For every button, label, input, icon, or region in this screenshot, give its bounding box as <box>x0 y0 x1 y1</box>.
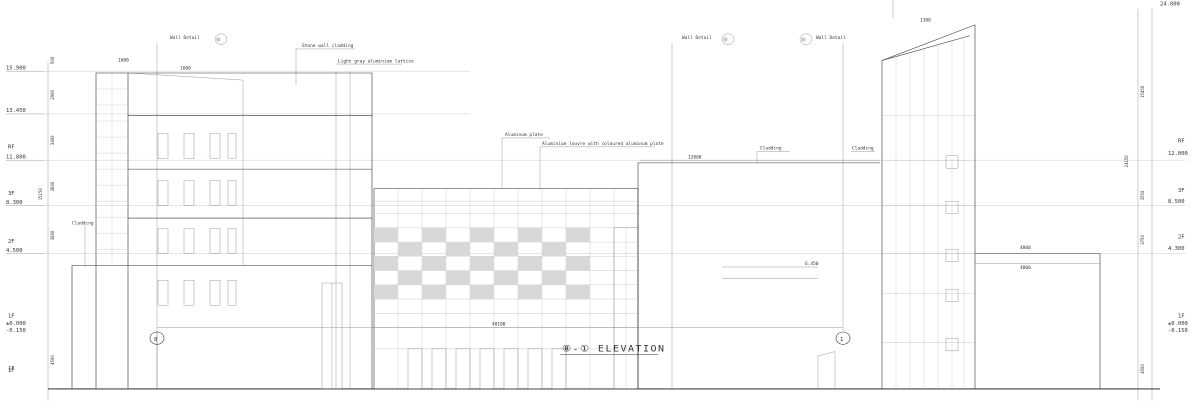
level-elev-left-2: 13.450 <box>6 108 26 114</box>
dim-right-total: 24150 <box>1124 155 1130 167</box>
curtain-wall-grid <box>882 37 975 389</box>
center-right-building: Wall Detail ⑫ Cladding 12000 6,450 <box>637 33 880 389</box>
right-level-markers: 24.000 RF 12.000 3F 8.500 2F 4.300 <box>1160 2 1188 252</box>
left-building: Wall Detail ⑫ Stone wall cladding Light … <box>71 33 414 390</box>
dim-misc-1: 1600 <box>118 58 129 64</box>
total-dimension: 48100 <box>492 322 506 328</box>
dim-left-6: 4500 <box>50 355 56 365</box>
left-dimension-chain: 500 2900 3400 3800 3800 4500 15150 <box>38 56 56 401</box>
level-name-left-rf: RF <box>8 145 15 151</box>
center-doors <box>407 348 567 390</box>
right-tower: 1300 4800 4800 Cladding <box>851 0 1101 389</box>
dim-misc-9: 6,450 <box>805 261 819 267</box>
ground-level-labels: 1F ±0.000 -0.150 1F ±0.000 -0.150 <box>6 314 1188 334</box>
dim-misc-6: 4800 <box>1020 265 1031 271</box>
level-name-right-2f: 2F <box>1178 235 1185 241</box>
note-alum-plate: Aluminum plate <box>505 132 543 138</box>
dim-misc-5: 4800 <box>1020 245 1031 251</box>
dim-right-2: 3550 <box>1140 190 1146 200</box>
level-name-right-ground: 1F <box>1178 314 1185 320</box>
dim-left-5: 3800 <box>50 230 56 240</box>
left-level-markers: 15.900 13.450 RF 11.800 3F 8.300 2F 4.50… <box>6 66 45 374</box>
grid-label-left: 8 <box>154 337 157 343</box>
dim-right-3: 3750 <box>1140 235 1146 245</box>
level-name-right-3f: 3F <box>1178 188 1185 194</box>
detail-ref-left: ⑫ <box>216 36 221 43</box>
note-stone-bottom: Cladding <box>72 221 94 227</box>
level-elev-left-3: 11.800 <box>6 155 26 161</box>
grid-marker-left: 8 <box>149 331 165 389</box>
note-cladding-mid: Cladding <box>760 146 782 152</box>
dim-right-4: 4500 <box>1140 364 1146 374</box>
level-elev-left-1: 15.900 <box>6 66 26 72</box>
level-elev-right-low: -0.150 <box>1168 328 1188 334</box>
note-glazed: Aluminium louvre with coloured aluminum … <box>542 141 664 147</box>
level-elev-right-3: 8.500 <box>1168 199 1185 205</box>
dim-left-total: 15150 <box>38 188 44 200</box>
dim-left-2: 2900 <box>50 90 56 100</box>
dim-misc-2: 1600 <box>180 66 191 72</box>
center-checker-band <box>374 227 590 300</box>
level-elev-right-2: 12.000 <box>1168 151 1188 157</box>
detail-ref-right: ⑬ <box>801 36 806 43</box>
datum-lines <box>45 71 1185 254</box>
note-stone-left: Stone wall cladding <box>302 43 354 49</box>
note-light-gray: Light gray aluminium lattice <box>338 59 414 65</box>
bottom-annotations: 48100 ⑧-① ELEVATION <box>157 322 843 355</box>
center-volume <box>373 188 639 390</box>
level-elev-left-4: 8.300 <box>6 200 23 206</box>
dim-right-1: 15450 <box>1140 85 1146 97</box>
level-elev-left-5: 4.500 <box>6 248 23 254</box>
level-name-left-ground: 1F <box>8 314 15 320</box>
detail-ref-mid: ⑫ <box>723 36 728 43</box>
left-windows <box>157 133 237 306</box>
wall-detail-left: Wall Detail <box>170 35 200 41</box>
right-dimension-chain: 15450 3550 3750 4500 24150 <box>1124 8 1153 401</box>
level-elev-right-4: 4.300 <box>1168 246 1185 252</box>
grid-marker-right: 1 Wall Detail ⑬ <box>799 33 851 345</box>
level-elev-right-ground: ±0.000 <box>1168 321 1188 327</box>
dim-left-1: 500 <box>50 56 56 64</box>
wall-detail-mid: Wall Detail <box>682 35 712 41</box>
note-cladding-right: Cladding <box>852 146 874 152</box>
dim-misc-3: 1300 <box>920 18 931 24</box>
level-elev-left-low: -0.150 <box>6 328 26 334</box>
wall-detail-right: Wall Detail <box>816 35 846 41</box>
level-name-left-2f: 2F <box>8 239 15 245</box>
level-elev-right-1: 24.000 <box>1160 2 1180 8</box>
level-name-left-1f-text: 1F <box>8 366 15 372</box>
stone-pattern <box>96 72 128 267</box>
dim-left-4: 3800 <box>50 181 56 191</box>
drawing-title: ⑧-① ELEVATION <box>562 344 666 354</box>
level-elev-left-ground: ±0.000 <box>6 321 26 327</box>
dim-misc-4: 12000 <box>688 155 702 161</box>
grid-label-right: 1 <box>840 337 843 343</box>
level-name-right-rf: RF <box>1178 139 1185 145</box>
dim-left-3: 3400 <box>50 135 56 145</box>
tower-side-windows <box>945 155 959 351</box>
level-name-left-3f: 3F <box>8 191 15 197</box>
level-name-left-1f: 1F <box>8 368 15 374</box>
